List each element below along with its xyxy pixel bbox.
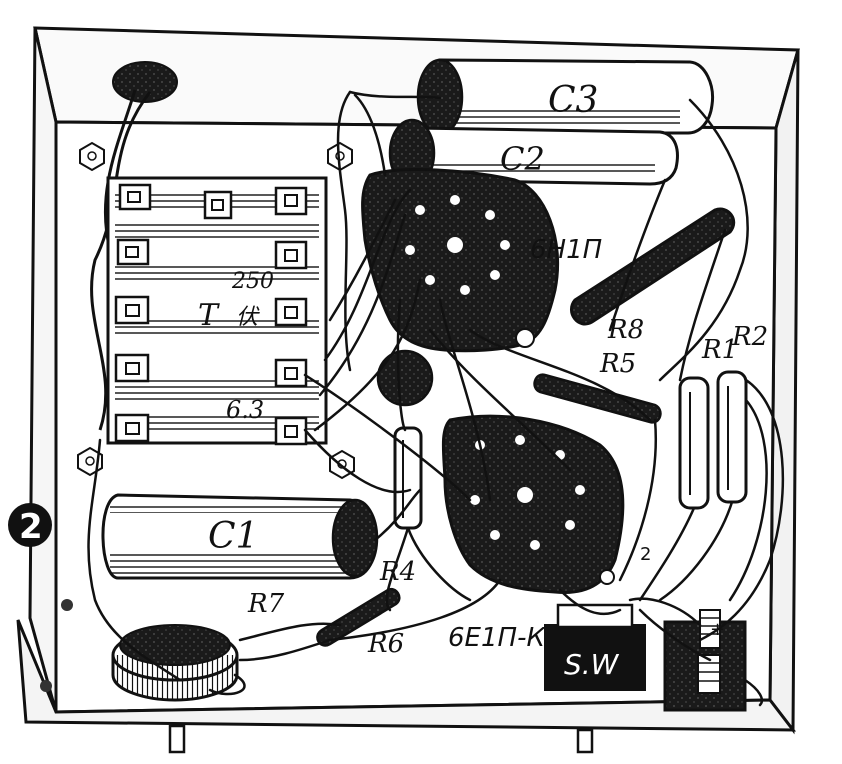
wiring [87, 90, 785, 707]
figure-number-badge: 2 [8, 503, 52, 547]
resistor-r5: R5 [533, 349, 662, 424]
tube-socket-6n1p: 6Н1П [361, 168, 602, 353]
capacitor-c1: C1 [101, 493, 379, 580]
capacitor-c3: C3 [416, 58, 715, 136]
cable-grommet [112, 61, 178, 103]
c2-label: C2 [500, 140, 545, 178]
transformer-label: T [198, 298, 220, 333]
power-transformer: T 250 伏 6.3 [106, 176, 328, 446]
screw [40, 599, 73, 692]
r1-label: R1 [701, 335, 738, 365]
c1-label: C1 [208, 516, 258, 557]
tube-socket-6e1p-k: 6Е1П-К [441, 414, 625, 653]
resistor-r1: R1 [678, 335, 738, 510]
c3-label: C3 [548, 80, 598, 121]
tube1-label: 6Н1П [530, 235, 602, 265]
pin-number-label: 2 [640, 544, 651, 565]
power-switch: S.W [544, 603, 646, 691]
screw [79, 141, 105, 172]
r2-label: R2 [731, 322, 768, 352]
switch-label: S.W [564, 648, 620, 681]
r5-label: R5 [599, 349, 636, 379]
volt-unit-label: 伏 [236, 305, 260, 330]
terminal-block: + [663, 609, 747, 712]
mounting-disc [376, 349, 434, 407]
r7-label: R7 [247, 589, 285, 619]
resistor-r2: R2 [716, 322, 768, 504]
tube2-label: 6Е1П-К [448, 623, 546, 653]
figure-number: 2 [19, 507, 43, 547]
voltage-63-label: 6.3 [226, 396, 264, 424]
voltage-250-label: 250 [231, 269, 274, 294]
